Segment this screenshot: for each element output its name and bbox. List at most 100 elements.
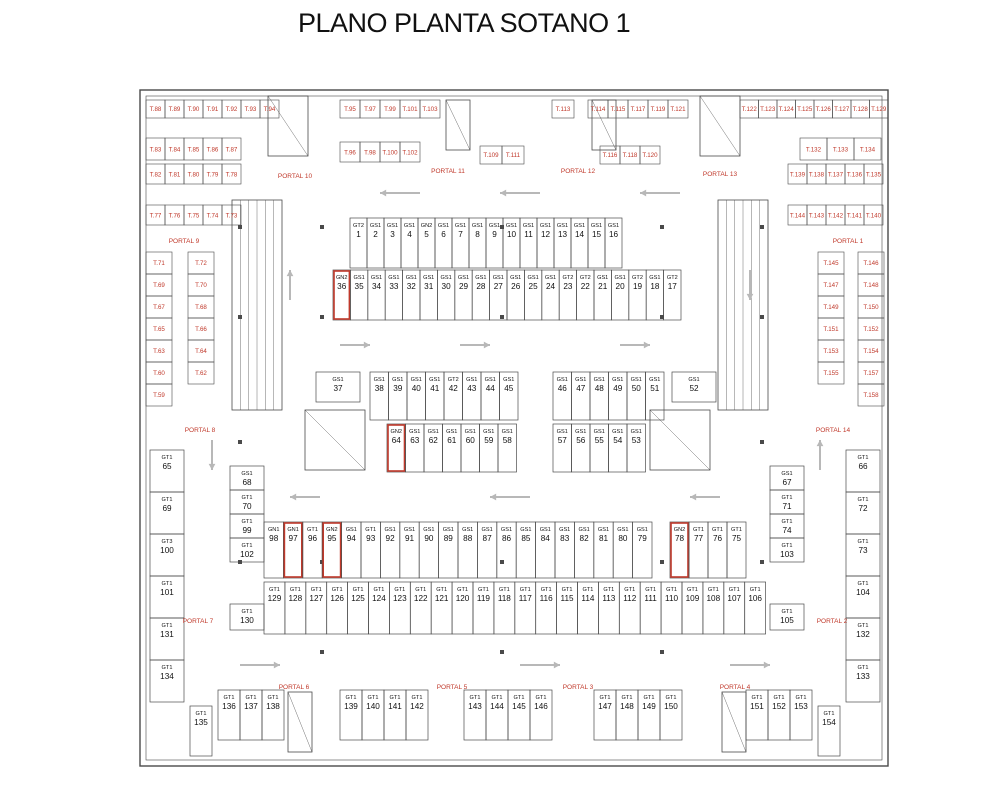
space-number: 126: [330, 594, 344, 603]
space-number: 43: [467, 384, 477, 393]
space-number: 84: [541, 534, 551, 543]
space-outline: [769, 537, 805, 563]
storage-label: T.114: [591, 106, 606, 113]
space-number: 116: [540, 594, 553, 603]
column: [660, 315, 664, 319]
storage-cell: [863, 204, 884, 226]
space-number: 154: [822, 718, 836, 727]
column: [760, 225, 764, 229]
storage-label: T.99: [384, 106, 396, 113]
space-type: GT1: [624, 587, 635, 593]
space-type: GN2: [674, 527, 686, 533]
portal-label: PORTAL 3: [563, 684, 594, 691]
space-number: 71: [782, 502, 792, 511]
storage-label: T.63: [153, 348, 165, 355]
storage-cell: [259, 99, 280, 119]
arrow-head: [690, 493, 697, 501]
storage-label: T.93: [245, 106, 257, 113]
arrow-head: [208, 463, 216, 470]
space-type: GT1: [307, 527, 318, 533]
space-outline: [529, 689, 553, 741]
storage-label: T.74: [207, 212, 219, 219]
space-type: GT1: [311, 587, 322, 593]
column: [760, 440, 764, 444]
space-type: GT1: [290, 587, 301, 593]
storage-label: T.77: [150, 212, 162, 219]
space-type: GS1: [545, 275, 556, 281]
space-type: GT1: [514, 695, 525, 701]
space-number: 88: [463, 534, 473, 543]
storage-label: T.125: [797, 106, 813, 113]
storage-label: T.134: [860, 147, 876, 154]
space-type: GS1: [617, 527, 628, 533]
portal-label: PORTAL 8: [185, 427, 216, 434]
space-number: 38: [375, 384, 385, 393]
space-type: GT1: [242, 519, 253, 525]
space-outline: [497, 423, 517, 473]
space-number: 81: [599, 534, 609, 543]
space-type: GT2: [632, 275, 643, 281]
space-number: 100: [160, 546, 174, 555]
space-type: GS1: [591, 223, 602, 229]
storage-label: T.144: [790, 212, 806, 219]
space-number: 106: [748, 594, 762, 603]
space-type: GT1: [687, 587, 698, 593]
space-number: 55: [595, 436, 605, 445]
space-number: 113: [602, 594, 615, 603]
space-number: 28: [476, 282, 486, 291]
space-outline: [626, 423, 646, 473]
storage-cell: [221, 163, 242, 185]
storage-label: T.136: [847, 171, 863, 178]
arrow-head: [363, 341, 370, 349]
stair-line: [699, 95, 741, 157]
space-type: GS1: [429, 377, 440, 383]
space-type: GN2: [390, 429, 402, 435]
column: [320, 650, 324, 654]
storage-label: T.72: [195, 260, 207, 267]
portal-label: PORTAL 12: [561, 168, 596, 175]
stair-core: [649, 409, 711, 471]
space-type: GT2: [667, 275, 678, 281]
space-number: 89: [444, 534, 454, 543]
storage-label: T.59: [153, 392, 165, 399]
space-outline: [499, 371, 519, 421]
space-number: 35: [355, 282, 365, 291]
stair-line: [649, 409, 711, 471]
space-type: GT1: [562, 587, 573, 593]
space-type: GN2: [336, 275, 348, 281]
storage-label: T.121: [670, 106, 686, 113]
space-number: 49: [613, 384, 623, 393]
column: [660, 225, 664, 229]
storage-label: T.143: [809, 212, 825, 219]
space-type: GT1: [622, 695, 633, 701]
storage-label: T.124: [779, 106, 795, 113]
space-type: GS1: [575, 429, 586, 435]
